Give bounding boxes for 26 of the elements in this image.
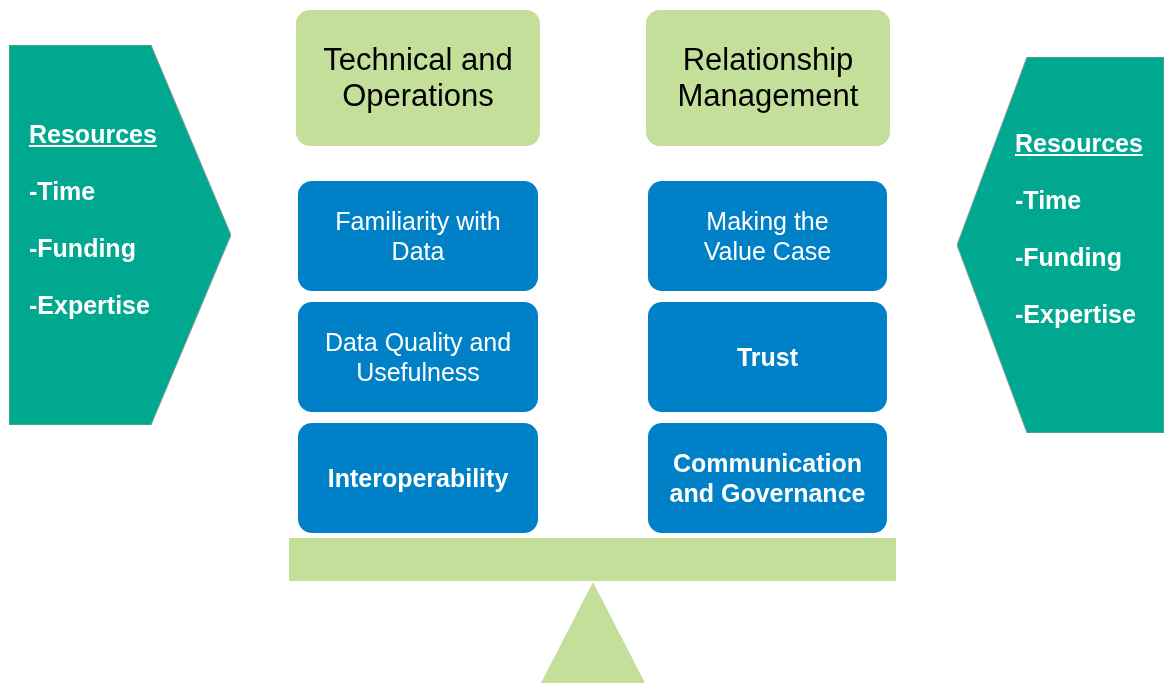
factor-label: Communication and Governance xyxy=(668,448,867,508)
factor-label: Interoperability xyxy=(326,463,510,493)
list-item: -Expertise xyxy=(29,291,151,320)
category-box xyxy=(296,10,540,146)
factor-label: Making the Value Case xyxy=(702,206,833,266)
factor-box xyxy=(648,302,887,412)
resources-panel xyxy=(957,57,1164,433)
category-title: Relationship Management xyxy=(676,42,860,114)
panel-heading: Resources xyxy=(1015,129,1143,158)
list-item: -Funding xyxy=(29,234,137,263)
list-item: -Time xyxy=(29,177,97,206)
list-item: -Expertise xyxy=(1015,300,1137,329)
factor-label: Data Quality and Usefulness xyxy=(323,327,513,387)
factor-box xyxy=(648,181,887,291)
factor-label: Trust xyxy=(735,342,800,372)
factor-label: Familiarity with Data xyxy=(334,206,502,266)
factor-box xyxy=(298,423,538,533)
factor-box xyxy=(648,423,887,533)
list-item: -Time xyxy=(1015,186,1083,215)
factor-box xyxy=(298,181,538,291)
category-title: Technical and Operations xyxy=(322,42,514,114)
panel-heading: Resources xyxy=(29,120,157,149)
list-item: -Funding xyxy=(1015,243,1123,272)
resources-panel xyxy=(9,45,231,425)
category-box xyxy=(646,10,890,146)
factor-box xyxy=(298,302,538,412)
